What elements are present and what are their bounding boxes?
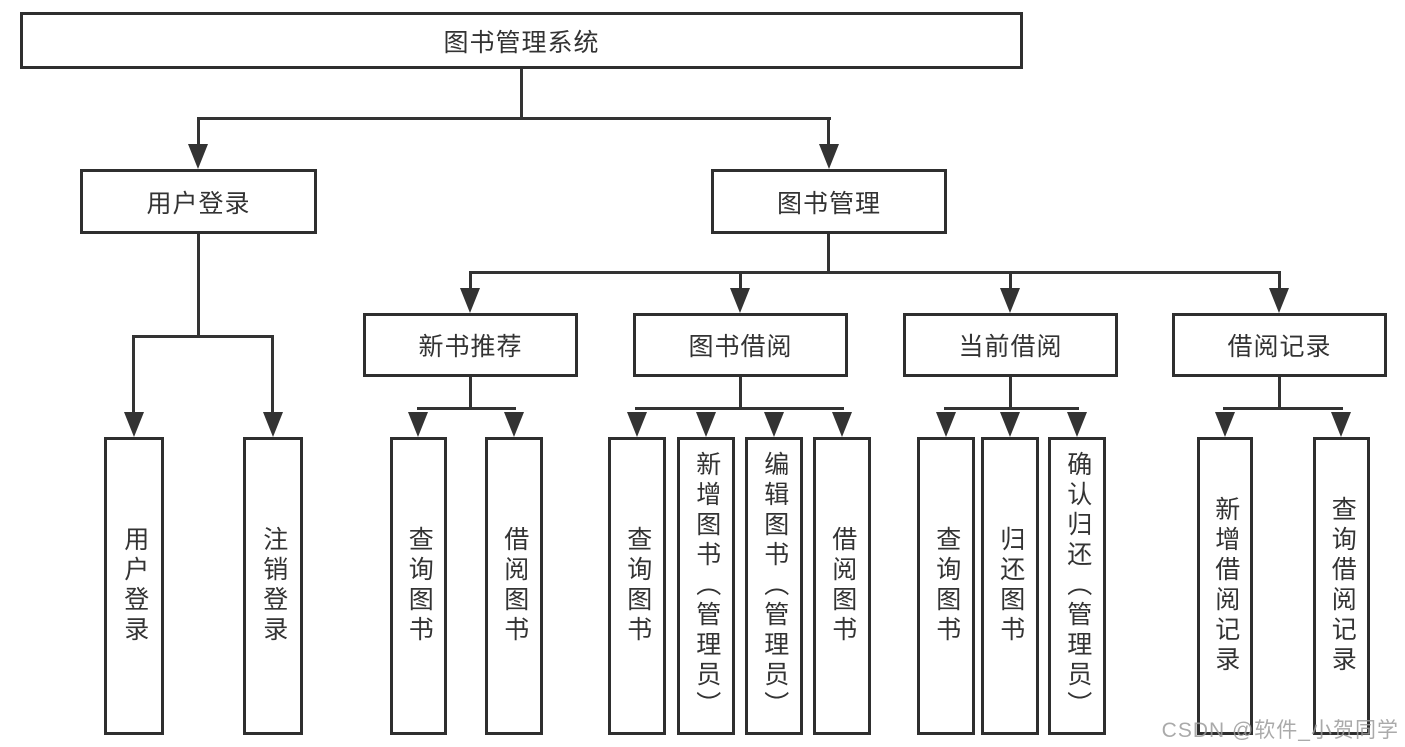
branch-borrow-records <box>1223 407 1343 410</box>
node-leaf-logout: 注销登录 <box>243 437 303 735</box>
arrow-into-current-borrow <box>1000 288 1020 313</box>
node-label: 当前借阅 <box>958 333 1063 361</box>
stem-current-borrow <box>1009 377 1012 407</box>
arrow-into-new-book-recommend <box>460 288 480 313</box>
stem-new-book-recommend <box>469 377 472 407</box>
shaft-into-book-management <box>827 120 830 146</box>
node-label: 用户登录 <box>120 526 149 646</box>
branch-book-borrow <box>635 407 844 410</box>
node-label: 注销登录 <box>259 526 288 646</box>
shaft-into-book-borrow <box>739 274 742 290</box>
node-user-login: 用户登录 <box>80 169 317 234</box>
node-library-management-system: 图书管理系统 <box>20 12 1023 69</box>
node-leaf-borrow-books-newrec: 借阅图书 <box>485 437 543 735</box>
node-new-book-recommend: 新书推荐 <box>363 313 578 377</box>
arrow-into-book-borrow <box>730 288 750 313</box>
node-borrow-records: 借阅记录 <box>1172 313 1387 377</box>
node-label: 借阅记录 <box>1227 333 1332 361</box>
node-label: 新增借阅记录 <box>1211 496 1240 676</box>
arrow-into-leaf-edit-books-admin <box>764 412 784 437</box>
node-label: 图书管理 <box>776 189 881 218</box>
branch-level2 <box>197 117 831 120</box>
node-book-borrow: 图书借阅 <box>633 313 848 377</box>
node-current-borrow: 当前借阅 <box>903 313 1118 377</box>
branch-current-borrow <box>944 407 1079 410</box>
arrow-into-book-management <box>819 144 839 169</box>
arrow-into-leaf-add-books-admin <box>696 412 716 437</box>
node-label: 新书推荐 <box>418 333 523 361</box>
node-leaf-confirm-return-admin: 确认归还（管理员） <box>1048 437 1106 735</box>
arrow-into-leaf-query-books-current <box>936 412 956 437</box>
stem-book-management <box>827 234 830 271</box>
stem-borrow-records <box>1278 377 1281 407</box>
node-label: 编辑图书（管理员） <box>760 451 789 721</box>
shaft-into-new-book-recommend <box>469 274 472 290</box>
stem-book-borrow <box>739 377 742 407</box>
arrow-into-leaf-query-borrow-record <box>1331 412 1351 437</box>
arrow-into-leaf-borrow-books <box>832 412 852 437</box>
arrow-into-leaf-query-books-newrec <box>408 412 428 437</box>
node-book-management: 图书管理 <box>711 169 947 234</box>
node-leaf-edit-books-admin: 编辑图书（管理员） <box>745 437 803 735</box>
arrow-into-leaf-user-login <box>124 412 144 437</box>
arrow-into-leaf-return-books <box>1000 412 1020 437</box>
shaft-into-leaf-user-login <box>132 338 135 413</box>
node-label: 新增图书（管理员） <box>692 451 721 721</box>
arrow-into-leaf-query-books-borrow <box>627 412 647 437</box>
node-label: 图书管理系统 <box>443 28 600 57</box>
arrow-into-user-login <box>188 144 208 169</box>
node-leaf-query-books-current: 查询图书 <box>917 437 975 735</box>
arrow-into-borrow-records <box>1269 288 1289 313</box>
node-leaf-query-borrow-record: 查询借阅记录 <box>1313 437 1370 735</box>
node-label: 查询借阅记录 <box>1328 496 1357 676</box>
shaft-into-current-borrow <box>1009 274 1012 290</box>
branch-level3 <box>469 271 1281 274</box>
arrow-into-leaf-add-borrow-record <box>1215 412 1235 437</box>
node-leaf-query-books-newrec: 查询图书 <box>390 437 447 735</box>
node-label: 查询图书 <box>405 526 434 646</box>
shaft-into-user-login <box>197 120 200 146</box>
shaft-into-leaf-logout <box>271 338 274 413</box>
node-label: 确认归还（管理员） <box>1063 451 1092 721</box>
node-leaf-query-books-borrow: 查询图书 <box>608 437 666 735</box>
shaft-into-borrow-records <box>1278 274 1281 290</box>
csdn-watermark: CSDN @软件_小贺同学 <box>1161 719 1399 742</box>
arrow-into-leaf-logout <box>263 412 283 437</box>
stem-user-login <box>197 234 200 335</box>
node-label: 查询图书 <box>623 526 652 646</box>
node-leaf-return-books: 归还图书 <box>981 437 1039 735</box>
arrow-into-leaf-confirm-return-admin <box>1067 412 1087 437</box>
node-label: 借阅图书 <box>500 526 529 646</box>
branch-new-book-recommend <box>417 407 516 410</box>
node-leaf-add-books-admin: 新增图书（管理员） <box>677 437 735 735</box>
node-label: 图书借阅 <box>688 333 793 361</box>
node-leaf-borrow-books: 借阅图书 <box>813 437 871 735</box>
node-leaf-user-login: 用户登录 <box>104 437 164 735</box>
node-label: 用户登录 <box>146 189 251 218</box>
node-label: 查询图书 <box>932 526 961 646</box>
node-label: 借阅图书 <box>828 526 857 646</box>
branch-user-login <box>132 335 274 338</box>
node-leaf-add-borrow-record: 新增借阅记录 <box>1197 437 1253 735</box>
arrow-into-leaf-borrow-books-newrec <box>504 412 524 437</box>
stem-root <box>520 69 523 117</box>
node-label: 归还图书 <box>996 526 1025 646</box>
